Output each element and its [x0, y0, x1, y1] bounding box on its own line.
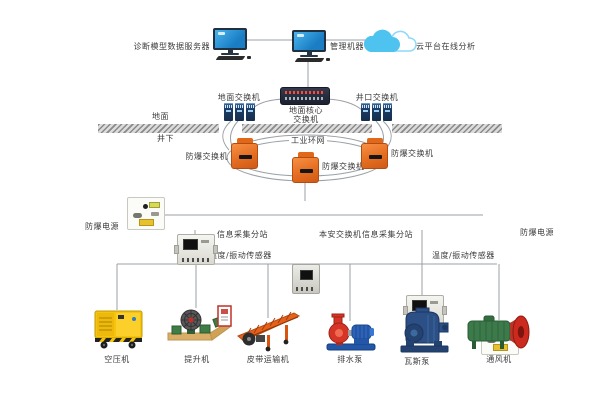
surface-label: 地面: [152, 112, 169, 121]
equipment-air-compressor: 空压机: [92, 305, 148, 364]
equipment-label: 瓦斯泵: [404, 357, 430, 366]
monitor-logo: [218, 32, 225, 35]
surface-divider-bar: [392, 124, 502, 133]
hoist-image: [167, 305, 232, 341]
station-ports: [182, 258, 210, 262]
manager-monitor-icon: [292, 30, 330, 62]
monitor-stand: [227, 50, 233, 53]
core-switch-leds: [285, 91, 325, 94]
ground-switch-icon: [224, 103, 255, 121]
equipment-label: 皮带运输机: [246, 355, 290, 364]
underground-label: 井下: [157, 134, 174, 143]
monitor-screen: [292, 30, 326, 52]
obox-cap: [366, 138, 383, 143]
equipment-label: 通风机: [486, 355, 512, 364]
switch-unit: [224, 103, 233, 121]
explosion-proof-switch-center-label: 防爆交换机: [322, 162, 365, 171]
switch-unit: [383, 103, 392, 121]
keyboard-icon: [294, 58, 324, 62]
core-switch-label-line2: 交换机: [293, 115, 319, 124]
switch-unit: [372, 103, 381, 121]
power-supply-right-label: 防爆电源: [520, 228, 554, 237]
belt-conveyor-image: [237, 311, 301, 352]
equipment-label: 空压机: [104, 355, 130, 364]
station-screen: [183, 239, 198, 250]
surface-divider-bar: [242, 124, 372, 133]
obox-body: [292, 157, 319, 183]
monitor-base: [221, 53, 239, 55]
server-monitor-icon: [213, 28, 251, 60]
power-supply-left-icon: [127, 197, 165, 230]
cloud-label: 云平台在线分析: [416, 42, 476, 51]
info-station-right-label: 信息采集分站: [362, 230, 413, 239]
sensor-right-label: 温度/振动传感器: [432, 251, 495, 260]
power-chip: [149, 202, 160, 208]
power-supply-left-label: 防爆电源: [85, 222, 119, 231]
mouse-icon: [247, 56, 251, 59]
server-label: 诊断模型数据服务器: [133, 42, 210, 51]
gas-pump-image: [400, 307, 449, 353]
wellhead-switch-label: 井口交换机: [355, 93, 399, 102]
equipment-drain-pump: 排水泵: [326, 313, 376, 364]
ring-network-label: 工业环网: [289, 136, 327, 146]
equipment-label: 排水泵: [337, 355, 363, 364]
ventilation-fan-image: [467, 315, 530, 349]
surface-divider-bar: [98, 124, 219, 133]
switch-unit: [235, 103, 244, 121]
obox-slot: [299, 168, 313, 173]
station-tag: [201, 240, 209, 243]
obox-body: [231, 143, 258, 169]
equipment-hoist: 提升机: [166, 304, 232, 364]
obox-cap: [236, 138, 253, 143]
power-knob: [143, 204, 148, 209]
isafe-screen: [300, 270, 313, 280]
equipment-belt-conveyor: 皮带运输机: [236, 308, 302, 364]
obox-slot: [238, 154, 252, 159]
equipment-gas-pump: 瓦斯泵: [398, 307, 451, 366]
explosion-proof-switch-right-icon: [361, 138, 388, 169]
wellhead-switch-icon: [361, 103, 392, 121]
power-oval: [133, 213, 142, 218]
monitor-base: [300, 55, 318, 57]
intrinsically-safe-switch-label: 本安交换机: [319, 230, 362, 239]
obox-cap: [297, 152, 314, 157]
monitor-logo: [297, 34, 304, 37]
air-compressor-image: [94, 310, 143, 349]
monitor-stand: [306, 52, 312, 55]
power-strip: [139, 219, 154, 226]
core-switch-label-line1: 地面核心: [289, 106, 323, 115]
equipment-label: 提升机: [184, 355, 210, 364]
cloud-icon: [363, 29, 417, 52]
explosion-proof-switch-left-icon: [231, 138, 258, 169]
explosion-proof-switch-left-label: 防爆交换机: [185, 152, 228, 161]
mouse-icon: [326, 58, 330, 61]
obox-body: [361, 143, 388, 169]
intrinsically-safe-switch-icon: [292, 264, 320, 294]
info-station-left-label: 信息采集分站: [217, 230, 268, 239]
obox-slot: [368, 154, 382, 159]
switch-unit: [246, 103, 255, 121]
sensor-left-label: 温度/振动传感器: [209, 251, 272, 260]
keyboard-icon: [215, 56, 245, 60]
explosion-proof-switch-right-label: 防爆交换机: [391, 149, 434, 158]
core-switch-ports: [285, 97, 325, 100]
power-plug: [151, 212, 159, 216]
equipment-ventilation-fan: 通风机: [466, 312, 531, 364]
isafe-ports: [296, 287, 316, 291]
switch-unit: [361, 103, 370, 121]
explosion-proof-switch-center-icon: [292, 152, 319, 183]
monitor-screen: [213, 28, 247, 50]
info-station-left-icon: [174, 234, 218, 265]
manager-label: 管理机器: [330, 42, 364, 51]
core-switch-icon: [280, 87, 330, 105]
ground-switch-label: 地面交换机: [217, 93, 261, 102]
station-tag: [430, 301, 438, 304]
drain-pump-image: [326, 313, 376, 351]
